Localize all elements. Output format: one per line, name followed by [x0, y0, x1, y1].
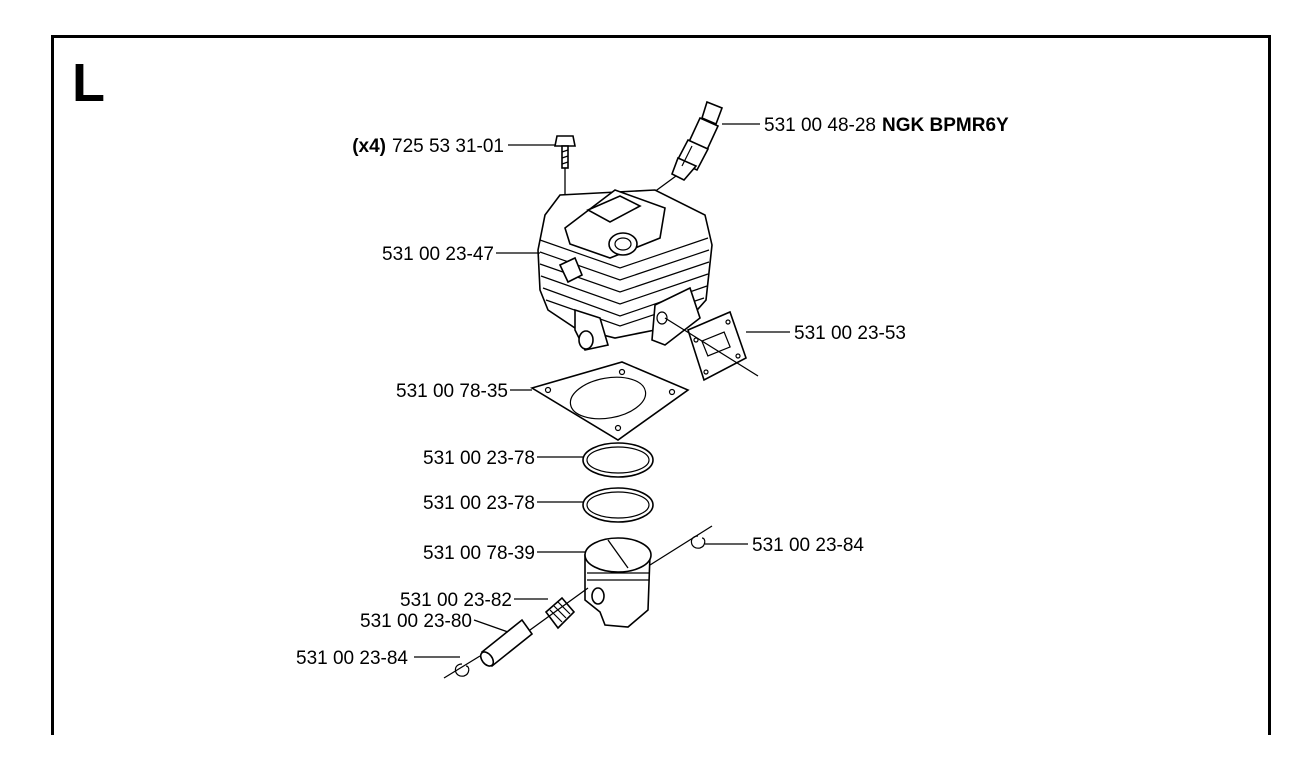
spark-plug-part-number: 531 00 48-28: [764, 115, 876, 136]
spark-plug-drawing: [645, 100, 724, 199]
cylinder-label: 531 00 23-47: [382, 244, 494, 265]
leader-lines: [414, 123, 790, 658]
needle-bearing-drawing: [544, 596, 576, 630]
base-gasket-label: 531 00 78-35: [396, 381, 508, 402]
right-circlip-drawing: [649, 525, 713, 566]
spark-plug-label: 531 00 48-28 NGK BPMR6Y: [764, 115, 1009, 136]
diagram-frame: [51, 35, 1271, 735]
left-circlip-drawing: [443, 655, 481, 679]
screw-label: (x4) 725 53 31-01: [352, 136, 504, 157]
cylinder-drawing: [537, 189, 713, 351]
exhaust-gasket-label: 531 00 23-53: [794, 323, 906, 344]
needle-bearing-label: 531 00 23-82: [400, 590, 512, 611]
section-letter: L: [72, 53, 105, 113]
piston-pin-drawing: [479, 587, 589, 668]
piston-rings-drawing: [582, 442, 654, 523]
piston-drawing: [584, 537, 652, 628]
piston-ring-2-label: 531 00 23-78: [423, 493, 535, 514]
base-gasket-drawing: [530, 361, 690, 441]
exhaust-gasket-drawing: [664, 310, 759, 382]
left-circlip-label: 531 00 23-84: [296, 648, 408, 669]
spark-plug-type: NGK BPMR6Y: [882, 115, 1009, 136]
screw-drawing: [554, 135, 576, 212]
screw-part-number: 725 53 31-01: [392, 136, 504, 157]
screw-qty: (x4): [352, 136, 386, 157]
right-circlip-label: 531 00 23-84: [752, 535, 864, 556]
piston-label: 531 00 78-39: [423, 543, 535, 564]
piston-pin-label: 531 00 23-80: [360, 611, 472, 632]
piston-ring-1-label: 531 00 23-78: [423, 448, 535, 469]
